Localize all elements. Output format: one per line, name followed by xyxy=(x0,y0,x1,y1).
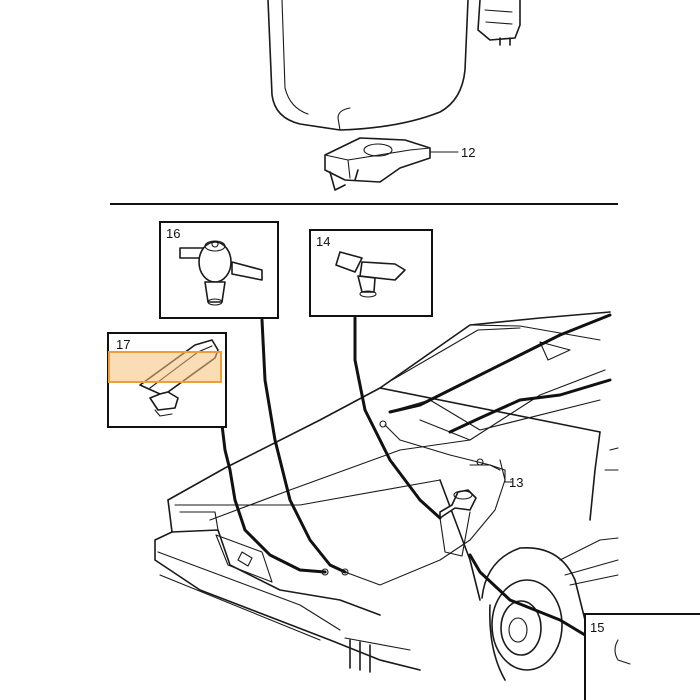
highlight-box xyxy=(108,351,222,383)
callout-14: 14 xyxy=(316,234,330,249)
washer-hoses xyxy=(220,313,612,640)
part-16-box xyxy=(159,221,279,319)
part-15-box xyxy=(584,613,700,700)
callout-16: 16 xyxy=(166,226,180,241)
callout-12: 12 xyxy=(461,145,475,160)
car-body xyxy=(154,311,619,681)
part-14-box xyxy=(309,229,433,317)
callout-17: 17 xyxy=(116,337,130,352)
callout-15: 15 xyxy=(590,620,604,635)
washer-reservoir xyxy=(267,0,521,131)
callout-13: 13 xyxy=(509,475,523,490)
part-12-pump-mount xyxy=(324,137,459,191)
